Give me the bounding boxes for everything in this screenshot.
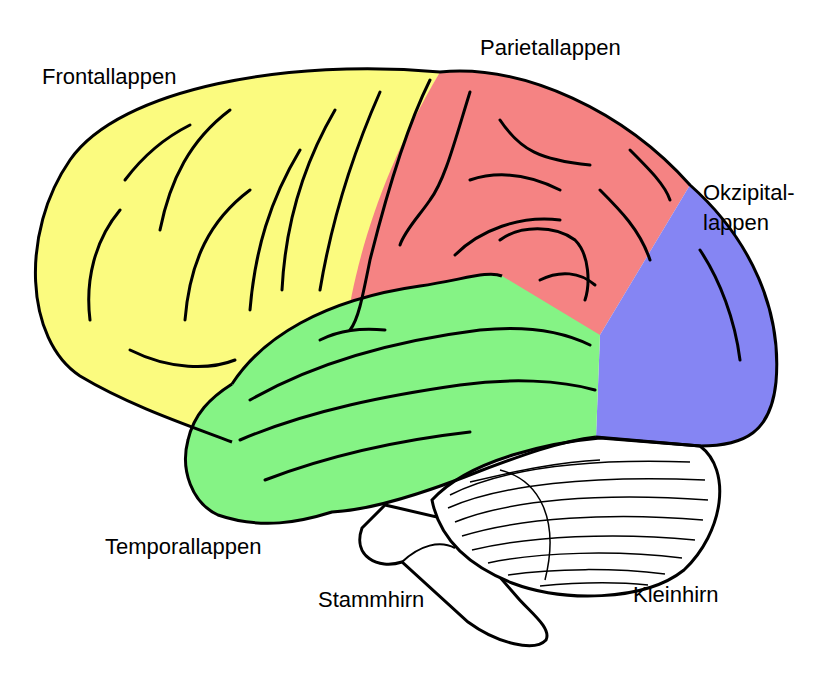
lobe-label: Frontallappen xyxy=(42,62,177,92)
cerebrum-outline xyxy=(35,69,776,446)
sulci xyxy=(89,80,740,480)
brainstem-line xyxy=(402,544,455,562)
cerebellum xyxy=(432,438,720,596)
lobe-label: Temporallappen xyxy=(105,532,262,562)
temporal-outline xyxy=(186,274,596,523)
lobe-label: Parietallappen xyxy=(480,33,621,63)
part-label: Stammhirn xyxy=(318,585,424,615)
part-label: Kleinhirn xyxy=(633,580,719,610)
lobe-label: Okzipital- lappen xyxy=(703,178,815,237)
cerebellum-folia xyxy=(448,460,708,586)
